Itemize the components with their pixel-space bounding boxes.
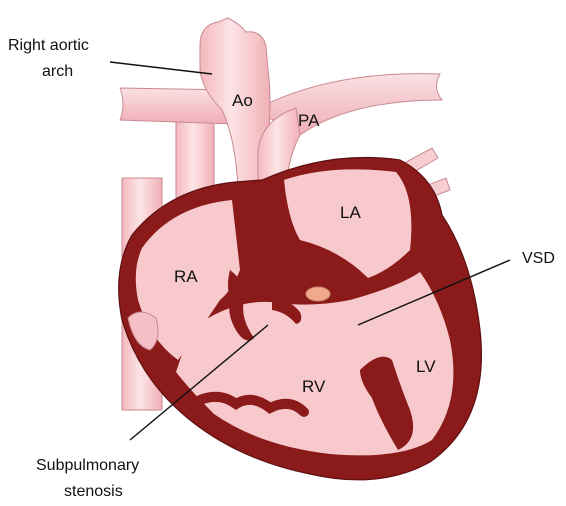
label-ao: Ao xyxy=(232,91,253,110)
label-subpulmonary-1: Subpulmonary xyxy=(36,457,139,474)
label-pa: PA xyxy=(298,111,320,130)
label-right-aortic-arch-2: arch xyxy=(42,63,73,80)
label-subpulmonary-2: stenosis xyxy=(64,483,123,500)
label-vsd: VSD xyxy=(522,250,555,267)
label-lv: LV xyxy=(416,357,436,376)
outflow-nodule xyxy=(306,287,330,301)
label-ra: RA xyxy=(174,267,198,286)
leader-right-aortic-arch xyxy=(110,62,212,74)
label-right-aortic-arch-1: Right aortic xyxy=(8,37,89,54)
label-la: LA xyxy=(340,203,361,222)
label-rv: RV xyxy=(302,377,326,396)
